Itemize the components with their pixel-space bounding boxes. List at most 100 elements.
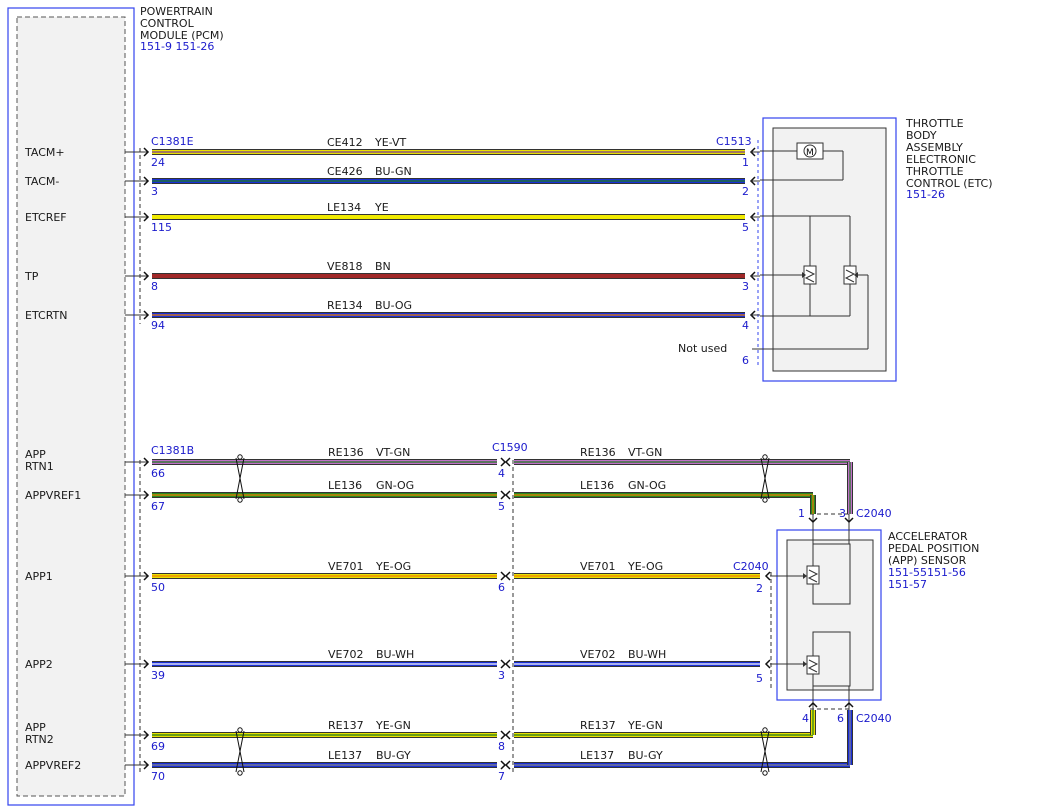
etc-pin-6: 6 bbox=[742, 354, 749, 367]
pcm-signal-label: RTN1 bbox=[25, 460, 54, 473]
circuit-id: VE818 bbox=[327, 260, 362, 273]
wire-color: YE-OG bbox=[627, 560, 663, 573]
c2040-pin6-arrow bbox=[844, 701, 854, 708]
wire-color: YE-VT bbox=[374, 136, 407, 149]
app-wire-3-c1590-arrow-out bbox=[504, 659, 511, 669]
circuit-id: VE702 bbox=[580, 648, 615, 661]
connector-c2040-top: C2040 bbox=[856, 507, 892, 520]
wire-color: GN-OG bbox=[628, 479, 666, 492]
etc-title-line-2: BODY bbox=[906, 129, 937, 142]
app-title-line-1: ACCELERATOR bbox=[888, 530, 968, 543]
circuit-id: LE134 bbox=[327, 201, 361, 214]
twist-end bbox=[762, 497, 768, 503]
etc-pin: 3 bbox=[742, 280, 749, 293]
app-wire-5-c1590-arrow-in bbox=[500, 760, 507, 770]
app-wire-0-c1590-arrow-in bbox=[500, 457, 507, 467]
app-wire-4-c1590-arrow-in bbox=[500, 730, 507, 740]
pcm-title-line-3: MODULE (PCM) bbox=[140, 29, 224, 42]
app-ref-2[interactable]: 151-57 bbox=[888, 578, 927, 591]
pcm-refs[interactable]: 151-9 151-26 bbox=[140, 40, 214, 53]
twist-end bbox=[762, 727, 768, 733]
app-wire-1-pcm-arrow bbox=[143, 490, 150, 500]
motor-symbol: M bbox=[760, 142, 844, 181]
wire-color: YE bbox=[374, 201, 389, 214]
pcm-pin: 39 bbox=[151, 669, 165, 682]
pcm-signal-label: TP bbox=[24, 270, 39, 283]
svg-text:M: M bbox=[806, 148, 814, 158]
app-title-line-3: (APP) SENSOR bbox=[888, 554, 967, 567]
pcm-pin: 94 bbox=[151, 319, 165, 332]
twist-end bbox=[237, 497, 243, 503]
c2040-pin-vref1: 1 bbox=[798, 507, 805, 520]
pcm-pin: 69 bbox=[151, 740, 165, 753]
tp-sensor-symbol bbox=[760, 215, 869, 350]
pcm-signal-label: APP2 bbox=[25, 658, 53, 671]
twist-end bbox=[237, 454, 243, 460]
wire-color: VT-GN bbox=[628, 446, 662, 459]
c2040-pin-vref2: 6 bbox=[837, 712, 844, 725]
etc-pin: 2 bbox=[742, 185, 749, 198]
c1590-pin: 7 bbox=[498, 770, 505, 783]
twisted-pair-marker bbox=[760, 457, 770, 500]
wire-color: BU-GY bbox=[628, 749, 663, 762]
twisted-pair-marker bbox=[235, 457, 245, 500]
pcm-signal-label: APPVREF1 bbox=[25, 489, 81, 502]
etc-title-line-3: ASSEMBLY bbox=[906, 141, 963, 154]
etc-title-line-6: CONTROL (ETC) bbox=[906, 177, 993, 190]
pcm-pin: 70 bbox=[151, 770, 165, 783]
etc-assembly: M bbox=[757, 117, 897, 382]
connector-c2040-bottom: C2040 bbox=[856, 712, 892, 725]
wire-color: BU-GN bbox=[375, 165, 412, 178]
c1590-pin: 4 bbox=[498, 467, 505, 480]
c2040-pin-rtn1: 3 bbox=[839, 507, 846, 520]
twist-end bbox=[762, 454, 768, 460]
c2040-pin-app1: 2 bbox=[756, 582, 763, 595]
c1590-pin: 6 bbox=[498, 581, 505, 594]
c2040-pin1-arrow bbox=[808, 517, 818, 524]
app-wire-5-c1590-arrow-out bbox=[504, 760, 511, 770]
circuit-id: RE136 bbox=[580, 446, 616, 459]
pcm-pin: 67 bbox=[151, 500, 165, 513]
connector-c2040-app1: C2040 bbox=[733, 560, 769, 573]
app-wire-1-c1590-arrow-out bbox=[504, 490, 511, 500]
circuit-id: RE137 bbox=[328, 719, 364, 732]
app-wire-3-pcm-arrow bbox=[143, 659, 150, 669]
pcm-pin: 115 bbox=[151, 221, 172, 234]
etc-wire-0-pcm-arrow bbox=[143, 147, 150, 157]
wire-color: VT-GN bbox=[376, 446, 410, 459]
app-wire-5-pcm-arrow bbox=[143, 760, 150, 770]
pcm-signal-label: ETCRTN bbox=[25, 309, 68, 322]
app-wire-0-pcm-arrow bbox=[143, 457, 150, 467]
wire-color: BN bbox=[375, 260, 391, 273]
wire-color: BU-GY bbox=[376, 749, 411, 762]
etc-ref[interactable]: 151-26 bbox=[906, 188, 945, 201]
circuit-id: LE136 bbox=[328, 479, 362, 492]
etc-pin: 1 bbox=[742, 156, 749, 169]
pcm-signal-label: APP bbox=[25, 721, 46, 734]
app-wire-2-c2040-arrow bbox=[764, 571, 771, 581]
connector-c1513: C1513 bbox=[716, 135, 752, 148]
pcm-signal-label: APP bbox=[25, 448, 46, 461]
connector-c1381e: C1381E bbox=[151, 135, 194, 148]
twist-end bbox=[237, 727, 243, 733]
circuit-id: VE702 bbox=[328, 648, 363, 661]
app-ref-1[interactable]: 151-55151-56 bbox=[888, 566, 966, 579]
c2040-pin-app2: 5 bbox=[756, 672, 763, 685]
circuit-id: CE412 bbox=[327, 136, 363, 149]
c1590-pin: 3 bbox=[498, 669, 505, 682]
app-wire-2-pcm-arrow bbox=[143, 571, 150, 581]
circuit-id: RE134 bbox=[327, 299, 363, 312]
app-wire-2-c1590-arrow-out bbox=[504, 571, 511, 581]
pcm-signal-label: TACM- bbox=[24, 175, 59, 188]
pcm-title-line-2: CONTROL bbox=[140, 17, 195, 30]
wire-color: BU-WH bbox=[376, 648, 414, 661]
etc-title-line-1: THROTTLE bbox=[905, 117, 964, 130]
app-wire-4-pcm-arrow bbox=[143, 730, 150, 740]
pcm-signal-label: ETCREF bbox=[25, 211, 67, 224]
app-wire-3-c1590-arrow-in bbox=[500, 659, 507, 669]
app-wire-4-c1590-arrow-out bbox=[504, 730, 511, 740]
etc-wire-3-pcm-arrow bbox=[143, 271, 150, 281]
etc-wire-4-pcm-arrow bbox=[143, 310, 150, 320]
